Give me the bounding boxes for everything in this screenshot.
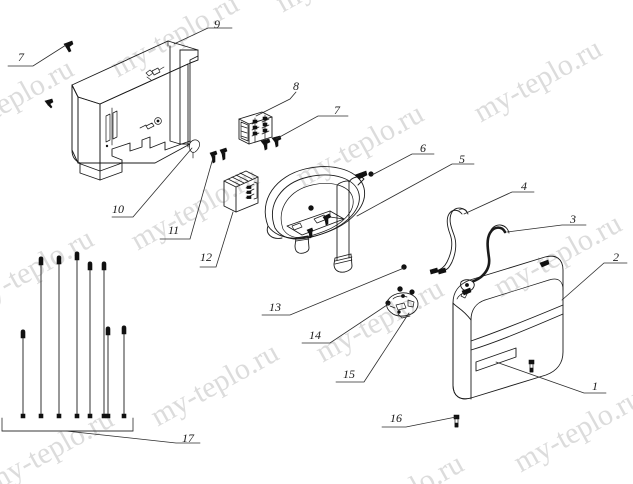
callout-1[interactable]: 1 — [592, 379, 598, 393]
part-hose-coil-assembly — [264, 166, 374, 273]
part-chassis-frame — [71, 40, 199, 181]
part-retaining-clip — [385, 264, 415, 306]
callout-14[interactable]: 14 — [309, 328, 321, 342]
part-transformer-block — [223, 170, 259, 213]
part-small-screws-pair — [209, 147, 228, 164]
callout-16[interactable]: 16 — [390, 411, 402, 425]
callout-6[interactable]: 6 — [420, 141, 426, 155]
part-terminal-block — [238, 111, 273, 145]
callout-8[interactable]: 8 — [293, 79, 299, 93]
part-chassis-screw — [44, 40, 74, 109]
callout-10[interactable]: 10 — [112, 202, 124, 216]
callout-12[interactable]: 12 — [200, 250, 212, 264]
callout-4[interactable]: 4 — [521, 179, 527, 193]
callout-2[interactable]: 2 — [613, 250, 619, 264]
part-sensor-cable — [429, 207, 469, 275]
callout-5[interactable]: 5 — [459, 152, 465, 166]
part-ignition-electrode-cable — [460, 224, 510, 299]
callout-15[interactable]: 15 — [343, 367, 355, 381]
callout-11[interactable]: 11 — [168, 223, 180, 237]
callout-3[interactable]: 3 — [570, 212, 576, 226]
callout-13[interactable]: 13 — [269, 300, 281, 314]
callout-7[interactable]: 7 — [18, 50, 24, 64]
part-bracket-clip — [386, 292, 419, 319]
part-frame-pin — [189, 139, 200, 159]
leader-lines — [7, 27, 628, 444]
part-screw-set — [1, 251, 134, 432]
callout-9[interactable]: 9 — [214, 17, 220, 31]
callout-17[interactable]: 17 — [182, 431, 194, 445]
part-front-cover-panel — [452, 255, 564, 400]
part-cover-fixing-screw — [453, 359, 535, 428]
callout-7b[interactable]: 7 — [334, 103, 340, 117]
